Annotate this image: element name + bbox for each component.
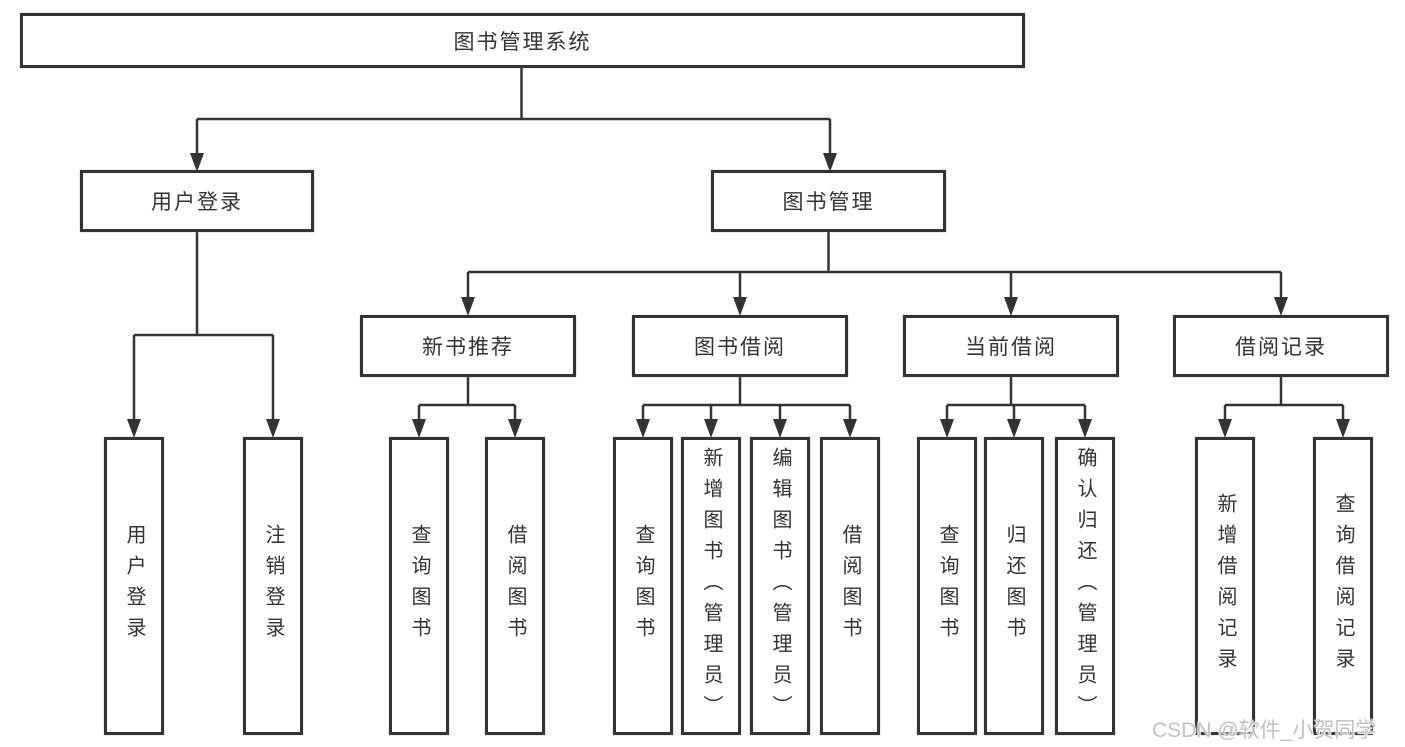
leaf-add-book: 新增图书（管理员） [681,437,741,735]
leaf-borrow-book-1-label: 借阅图书 [504,524,526,648]
node-user-login-label: 用户登录 [151,191,243,214]
node-borrow-record-label: 借阅记录 [1235,336,1327,359]
connector-current-borrow [945,377,1087,420]
leaf-borrow-book-1: 借阅图书 [485,437,545,735]
node-new-book-rec: 新书推荐 [360,315,576,377]
node-book-borrow: 图书借阅 [632,315,848,377]
leaf-borrow-book-2-label: 借阅图书 [839,524,861,648]
leaf-query-book-1-label: 查询图书 [408,524,430,648]
leaf-user-login: 用户登录 [104,437,164,735]
leaf-confirm-return-label: 确认归还（管理员） [1074,446,1096,726]
leaf-edit-book: 编辑图书（管理员） [750,437,810,735]
leaf-confirm-return: 确认归还（管理员） [1055,437,1115,735]
leaf-edit-book-label: 编辑图书（管理员） [769,446,791,726]
leaf-query-book-3-label: 查询图书 [936,524,958,648]
node-current-borrow-label: 当前借阅 [965,336,1057,359]
leaf-borrow-book-2: 借阅图书 [820,437,880,735]
node-book-mgmt-label: 图书管理 [782,191,875,214]
leaf-query-book-3: 查询图书 [917,437,977,735]
leaf-query-book-1: 查询图书 [389,437,449,735]
connector-new-book-rec [417,377,517,420]
node-book-mgmt: 图书管理 [711,170,946,232]
leaf-query-record-label: 查询借阅记录 [1332,493,1354,679]
leaf-add-record: 新增借阅记录 [1195,437,1255,735]
connector-root [195,68,832,154]
leaf-user-login-label: 用户登录 [123,524,145,648]
leaf-query-book-2-label: 查询图书 [632,524,654,648]
connector-book-mgmt [466,232,1283,298]
watermark: CSDN @软件_小贺同学 [1152,719,1377,742]
node-new-book-rec-label: 新书推荐 [422,336,514,359]
connector-user-login [132,232,275,420]
leaf-return-book-label: 归还图书 [1003,524,1025,648]
connector-borrow-record [1223,377,1345,420]
leaf-add-record-label: 新增借阅记录 [1214,493,1236,679]
leaf-query-record: 查询借阅记录 [1313,437,1373,735]
leaf-logout-label: 注销登录 [262,524,284,648]
node-current-borrow: 当前借阅 [903,315,1119,377]
leaf-add-book-label: 新增图书（管理员） [700,446,722,726]
node-borrow-record: 借阅记录 [1173,315,1389,377]
leaf-logout: 注销登录 [243,437,303,735]
leaf-return-book: 归还图书 [984,437,1044,735]
node-book-borrow-label: 图书借阅 [694,336,786,359]
leaf-query-book-2: 查询图书 [613,437,673,735]
node-user-login: 用户登录 [80,170,314,232]
node-root-label: 图书管理系统 [453,30,592,54]
connector-book-borrow [641,377,852,420]
arrowheads [127,153,1350,438]
node-root: 图书管理系统 [20,13,1025,68]
